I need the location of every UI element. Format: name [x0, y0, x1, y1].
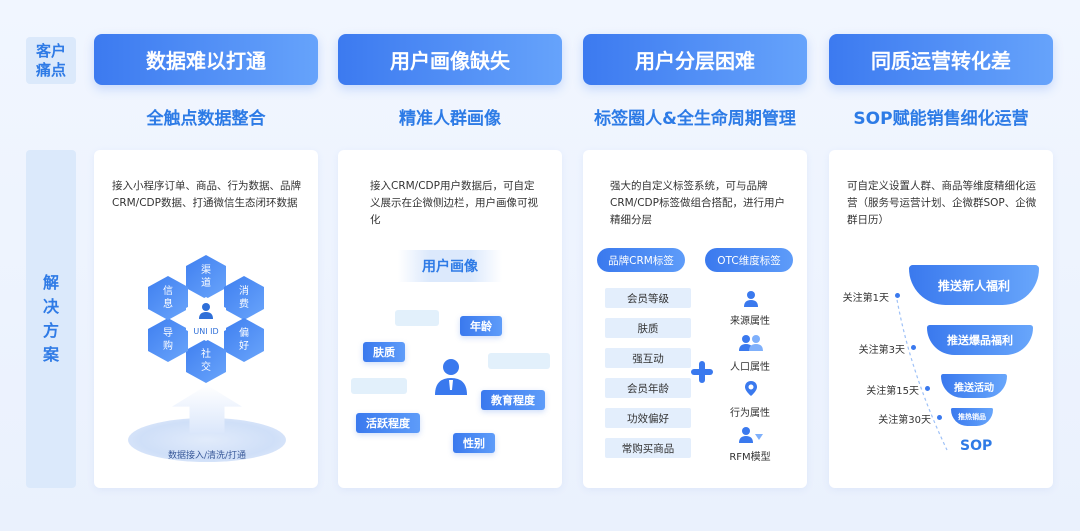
- card-description: 强大的自定义标签系统，可与品牌CRM/CDP标签做组合搭配，进行用户精细分层: [610, 180, 785, 226]
- solution-title-segmentation: 标签圈人&全生命周期管理: [594, 109, 796, 129]
- attr-behavior: 行为属性: [730, 408, 770, 419]
- hex-info: 信息: [148, 276, 188, 320]
- tag-row: 功效偏好: [605, 408, 691, 428]
- timeline-dot: [895, 293, 900, 298]
- attr-rfm: RFM模型: [729, 452, 771, 463]
- tag-age: 年龄: [460, 316, 502, 336]
- pain-header-persona: 用户画像缺失: [338, 34, 562, 85]
- tag-row: 强互动: [605, 348, 691, 368]
- hex-channel: 渠道: [186, 255, 226, 299]
- tag-row: 常购买商品: [605, 438, 691, 458]
- base-label: 数据接入/清洗/打通: [167, 451, 247, 461]
- card-persona: 接入CRM/CDP用户数据后，可自定义展示在企微侧边栏，用户画像可视化 用户画像…: [338, 150, 562, 488]
- user-avatar-icon: [435, 359, 467, 395]
- tag-row: 会员年龄: [605, 378, 691, 398]
- card-description: 接入小程序订单、商品、行为数据、品牌CRM/CDP数据、打通微信生态闭环数据: [112, 180, 301, 209]
- source-user-icon: [744, 291, 758, 307]
- pill-brand-crm-tags: 品牌CRM标签: [597, 248, 685, 272]
- tag-row: 会员等级: [605, 288, 691, 308]
- funnel-step-1: 推送新人福利: [909, 265, 1039, 305]
- pill-otc-tags: OTC维度标签: [705, 248, 793, 272]
- card-data-integration: 接入小程序订单、商品、行为数据、品牌CRM/CDP数据、打通微信生态闭环数据 渠…: [94, 150, 318, 488]
- funnel-step-2: 推送爆品福利: [927, 325, 1033, 355]
- timeline-line: [895, 293, 948, 451]
- pain-header-data: 数据难以打通: [94, 34, 318, 85]
- card-description: 接入CRM/CDP用户数据后，可自定义展示在企微侧边栏，用户画像可视化: [370, 180, 538, 226]
- card-description: 可自定义设置人群、商品等维度精细化运营（服务号运营计划、企微群SOP、企微群日历…: [847, 180, 1037, 226]
- tag-education: 教育程度: [481, 390, 545, 410]
- ghost-tag: [488, 353, 550, 369]
- solution-title-data: 全触点数据整合: [146, 109, 266, 129]
- funnel-step-3: 推送活动: [941, 374, 1007, 398]
- pain-header-operation: 同质运营转化差: [829, 34, 1053, 85]
- plus-icon: [691, 361, 713, 383]
- ghost-tag: [351, 378, 407, 394]
- uni-id-hex: UNI ID: [186, 297, 226, 341]
- pain-header-segmentation: 用户分层困难: [583, 34, 807, 85]
- timeline-dot: [937, 415, 942, 420]
- hex-guide: 导购: [148, 318, 188, 362]
- solutions-label: 解决方案: [26, 150, 76, 488]
- user-icon: [199, 303, 213, 319]
- tag-skin: 肤质: [363, 342, 405, 362]
- pain-points-label: 客户痛点: [26, 37, 76, 84]
- persona-title: 用户画像: [398, 250, 502, 282]
- attr-source: 来源属性: [730, 316, 770, 327]
- location-icon: [745, 381, 757, 396]
- solution-title-sop: SOP赋能销售细化运营: [853, 109, 1029, 129]
- solution-title-persona: 精准人群画像: [399, 109, 501, 129]
- timeline-dot: [911, 345, 916, 350]
- tag-row: 肤质: [605, 318, 691, 338]
- attr-population: 人口属性: [730, 362, 770, 373]
- sop-label: SOP: [960, 438, 993, 454]
- tag-gender: 性别: [453, 433, 495, 453]
- tag-activity: 活跃程度: [356, 413, 420, 433]
- ghost-tag: [395, 310, 439, 326]
- day-label-30: 关注第30天: [878, 415, 931, 426]
- rfm-user-icon: [739, 427, 763, 443]
- day-label-15: 关注第15天: [866, 386, 919, 397]
- hex-preference: 偏好: [224, 318, 264, 362]
- uni-id-label: UNI ID: [193, 327, 219, 336]
- card-sop: 可自定义设置人群、商品等维度精细化运营（服务号运营计划、企微群SOP、企微群日历…: [829, 150, 1053, 488]
- funnel-step-4: 推热销品: [951, 408, 993, 426]
- population-icon: [739, 335, 763, 351]
- hex-social: 社交: [186, 339, 226, 383]
- day-label-1: 关注第1天: [842, 293, 889, 304]
- timeline-dot: [925, 386, 930, 391]
- hex-consumption: 消费: [224, 276, 264, 320]
- card-segmentation: 强大的自定义标签系统，可与品牌CRM/CDP标签做组合搭配，进行用户精细分层 品…: [583, 150, 807, 488]
- day-label-3: 关注第3天: [858, 345, 905, 356]
